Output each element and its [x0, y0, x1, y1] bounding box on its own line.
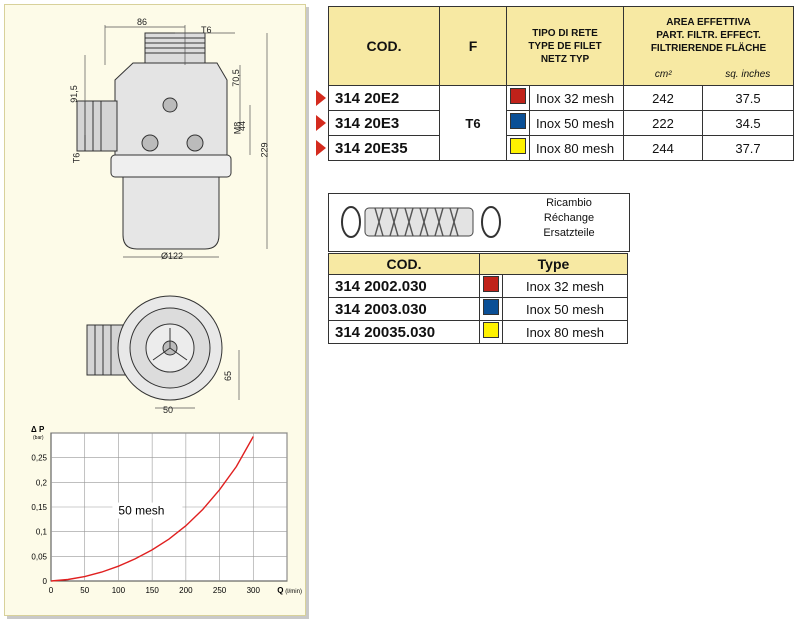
tipo-label-it: TIPO DI RETE [532, 27, 598, 39]
x-tick-label: 50 [80, 586, 89, 595]
y-tick-label: 0,1 [36, 528, 48, 537]
table-row: 314 20035.030 Inox 80 mesh [328, 320, 628, 344]
dim-t6-top: T6 [201, 25, 212, 35]
y-axis-unit: (bar) [33, 435, 44, 441]
area-label-de: FILTRIERENDE FLÄCHE [650, 42, 767, 54]
area-label-fr: PART. FILTR. EFFECT. [656, 29, 761, 41]
spare-mesh: Inox 50 mesh [502, 297, 628, 321]
spare-col-header-cod: COD. [328, 253, 480, 275]
color-swatch-blue [510, 112, 526, 129]
series-label-bg [112, 502, 183, 519]
label-rechange: Réchange [543, 212, 595, 224]
tipo-label-fr: TYPE DE FILET [528, 40, 602, 52]
color-swatch-blue [483, 298, 499, 315]
dim-70-5: 70,5 [230, 69, 241, 87]
x-tick-label: 100 [112, 586, 126, 595]
product-table: COD. F TIPO DI RETE TYPE DE FILET NETZ T… [328, 6, 794, 161]
dim-t6-side: T6 [71, 152, 82, 164]
x-tick-label: 250 [213, 586, 227, 595]
table-row: 314 20E2 T6 Inox 32 mesh 242 37.5 [328, 85, 794, 161]
area-cm2: 222 [623, 110, 703, 136]
area-cm2: 242 [623, 85, 703, 111]
spare-part-box: Ricambio Réchange Ersatzteile [328, 193, 630, 252]
spare-part-table: COD. Type 314 2002.030 Inox 32 mesh 314 … [328, 253, 628, 344]
product-code: 314 20E35 [328, 135, 440, 161]
y-tick-label: 0 [43, 577, 48, 586]
spare-mesh: Inox 32 mesh [502, 274, 628, 298]
x-tick-label: 0 [49, 586, 54, 595]
spare-code: 314 2003.030 [328, 297, 480, 321]
unit-cm2: cm² [623, 63, 703, 86]
x-tick-label: 300 [247, 586, 261, 595]
table-row: 314 20E3 Inox 50 mesh 222 34.5 [328, 110, 794, 136]
row-pointer-icon [316, 115, 326, 131]
spare-mesh: Inox 80 mesh [502, 320, 628, 344]
x-axis-label: Q [277, 586, 283, 595]
pressure-drop-chart: 0 50 100 150 200 250 300 0 0,05 0,1 0,15 0,2 0,25 Δ P… [31, 425, 302, 595]
y-tick-label: 0,15 [31, 503, 47, 512]
color-swatch-yellow [483, 321, 499, 338]
x-tick-label: 200 [179, 586, 193, 595]
filter-top-view-drawing [86, 295, 240, 409]
color-swatch-red [483, 275, 499, 292]
x-tick-label: 150 [145, 586, 159, 595]
unit-sq-inches: sq. inches [702, 63, 794, 86]
dim-122: Ø122 [161, 251, 184, 261]
series-label: 50 mesh [118, 504, 164, 518]
dim-86: 86 [137, 17, 148, 27]
area-cm2: 244 [623, 135, 703, 161]
dim-91-5: 91,5 [68, 85, 79, 103]
table-row: 314 2003.030 Inox 50 mesh [328, 297, 628, 321]
spare-col-header-type: Type [479, 253, 628, 275]
label-ersatzteile: Ersatzteile [543, 227, 595, 239]
spare-part-labels: Ricambio Réchange Ersatzteile [529, 196, 609, 241]
label-ricambio: Ricambio [546, 197, 592, 209]
y-axis-label: Δ P [31, 425, 45, 434]
area-sq: 37.5 [702, 85, 794, 111]
y-tick-label: 0,2 [36, 478, 48, 487]
dim-65: 65 [223, 370, 234, 382]
filter-side-view-drawing [76, 25, 268, 258]
row-pointer-icon [316, 90, 326, 106]
spare-code: 314 2002.030 [328, 274, 480, 298]
mesh-type: Inox 50 mesh [529, 110, 624, 136]
color-swatch-red [510, 87, 526, 104]
series-line [50, 436, 254, 582]
dim-229: 229 [259, 142, 270, 158]
col-header-tipo: TIPO DI RETE TYPE DE FILET NETZ TYP [506, 6, 624, 86]
left-panel: 86 T6 91,5 70,5 M8 44 229 T6 Ø122 65 50 … [4, 4, 306, 616]
color-swatch-yellow [510, 137, 526, 154]
area-label-it: AREA EFFETTIVA [666, 16, 751, 28]
table-row: 314 20E35 Inox 80 mesh 244 37.7 [328, 135, 794, 161]
dim-50: 50 [163, 405, 174, 415]
y-tick-label: 0,25 [31, 454, 47, 463]
table-row: 314 2002.030 Inox 32 mesh [328, 274, 628, 298]
product-code: 314 20E3 [328, 110, 440, 136]
col-header-cod: COD. [328, 6, 440, 86]
dim-44: 44 [237, 120, 248, 132]
f-value: T6 [439, 85, 507, 161]
y-tick-label: 0,05 [31, 552, 47, 561]
mesh-type: Inox 32 mesh [529, 85, 624, 111]
col-header-f: F [439, 6, 507, 86]
col-header-area: AREA EFFETTIVA PART. FILTR. EFFECT. FILT… [623, 6, 794, 64]
x-axis-unit: (l/min) [285, 589, 302, 595]
product-code: 314 20E2 [328, 85, 440, 111]
row-pointer-icon [316, 140, 326, 156]
area-sq: 34.5 [702, 110, 794, 136]
area-sq: 37.7 [702, 135, 794, 161]
filter-cartridge-icon [341, 206, 501, 238]
mesh-type: Inox 80 mesh [529, 135, 624, 161]
tipo-label-de: NETZ TYP [540, 53, 590, 65]
spare-code: 314 20035.030 [328, 320, 480, 344]
